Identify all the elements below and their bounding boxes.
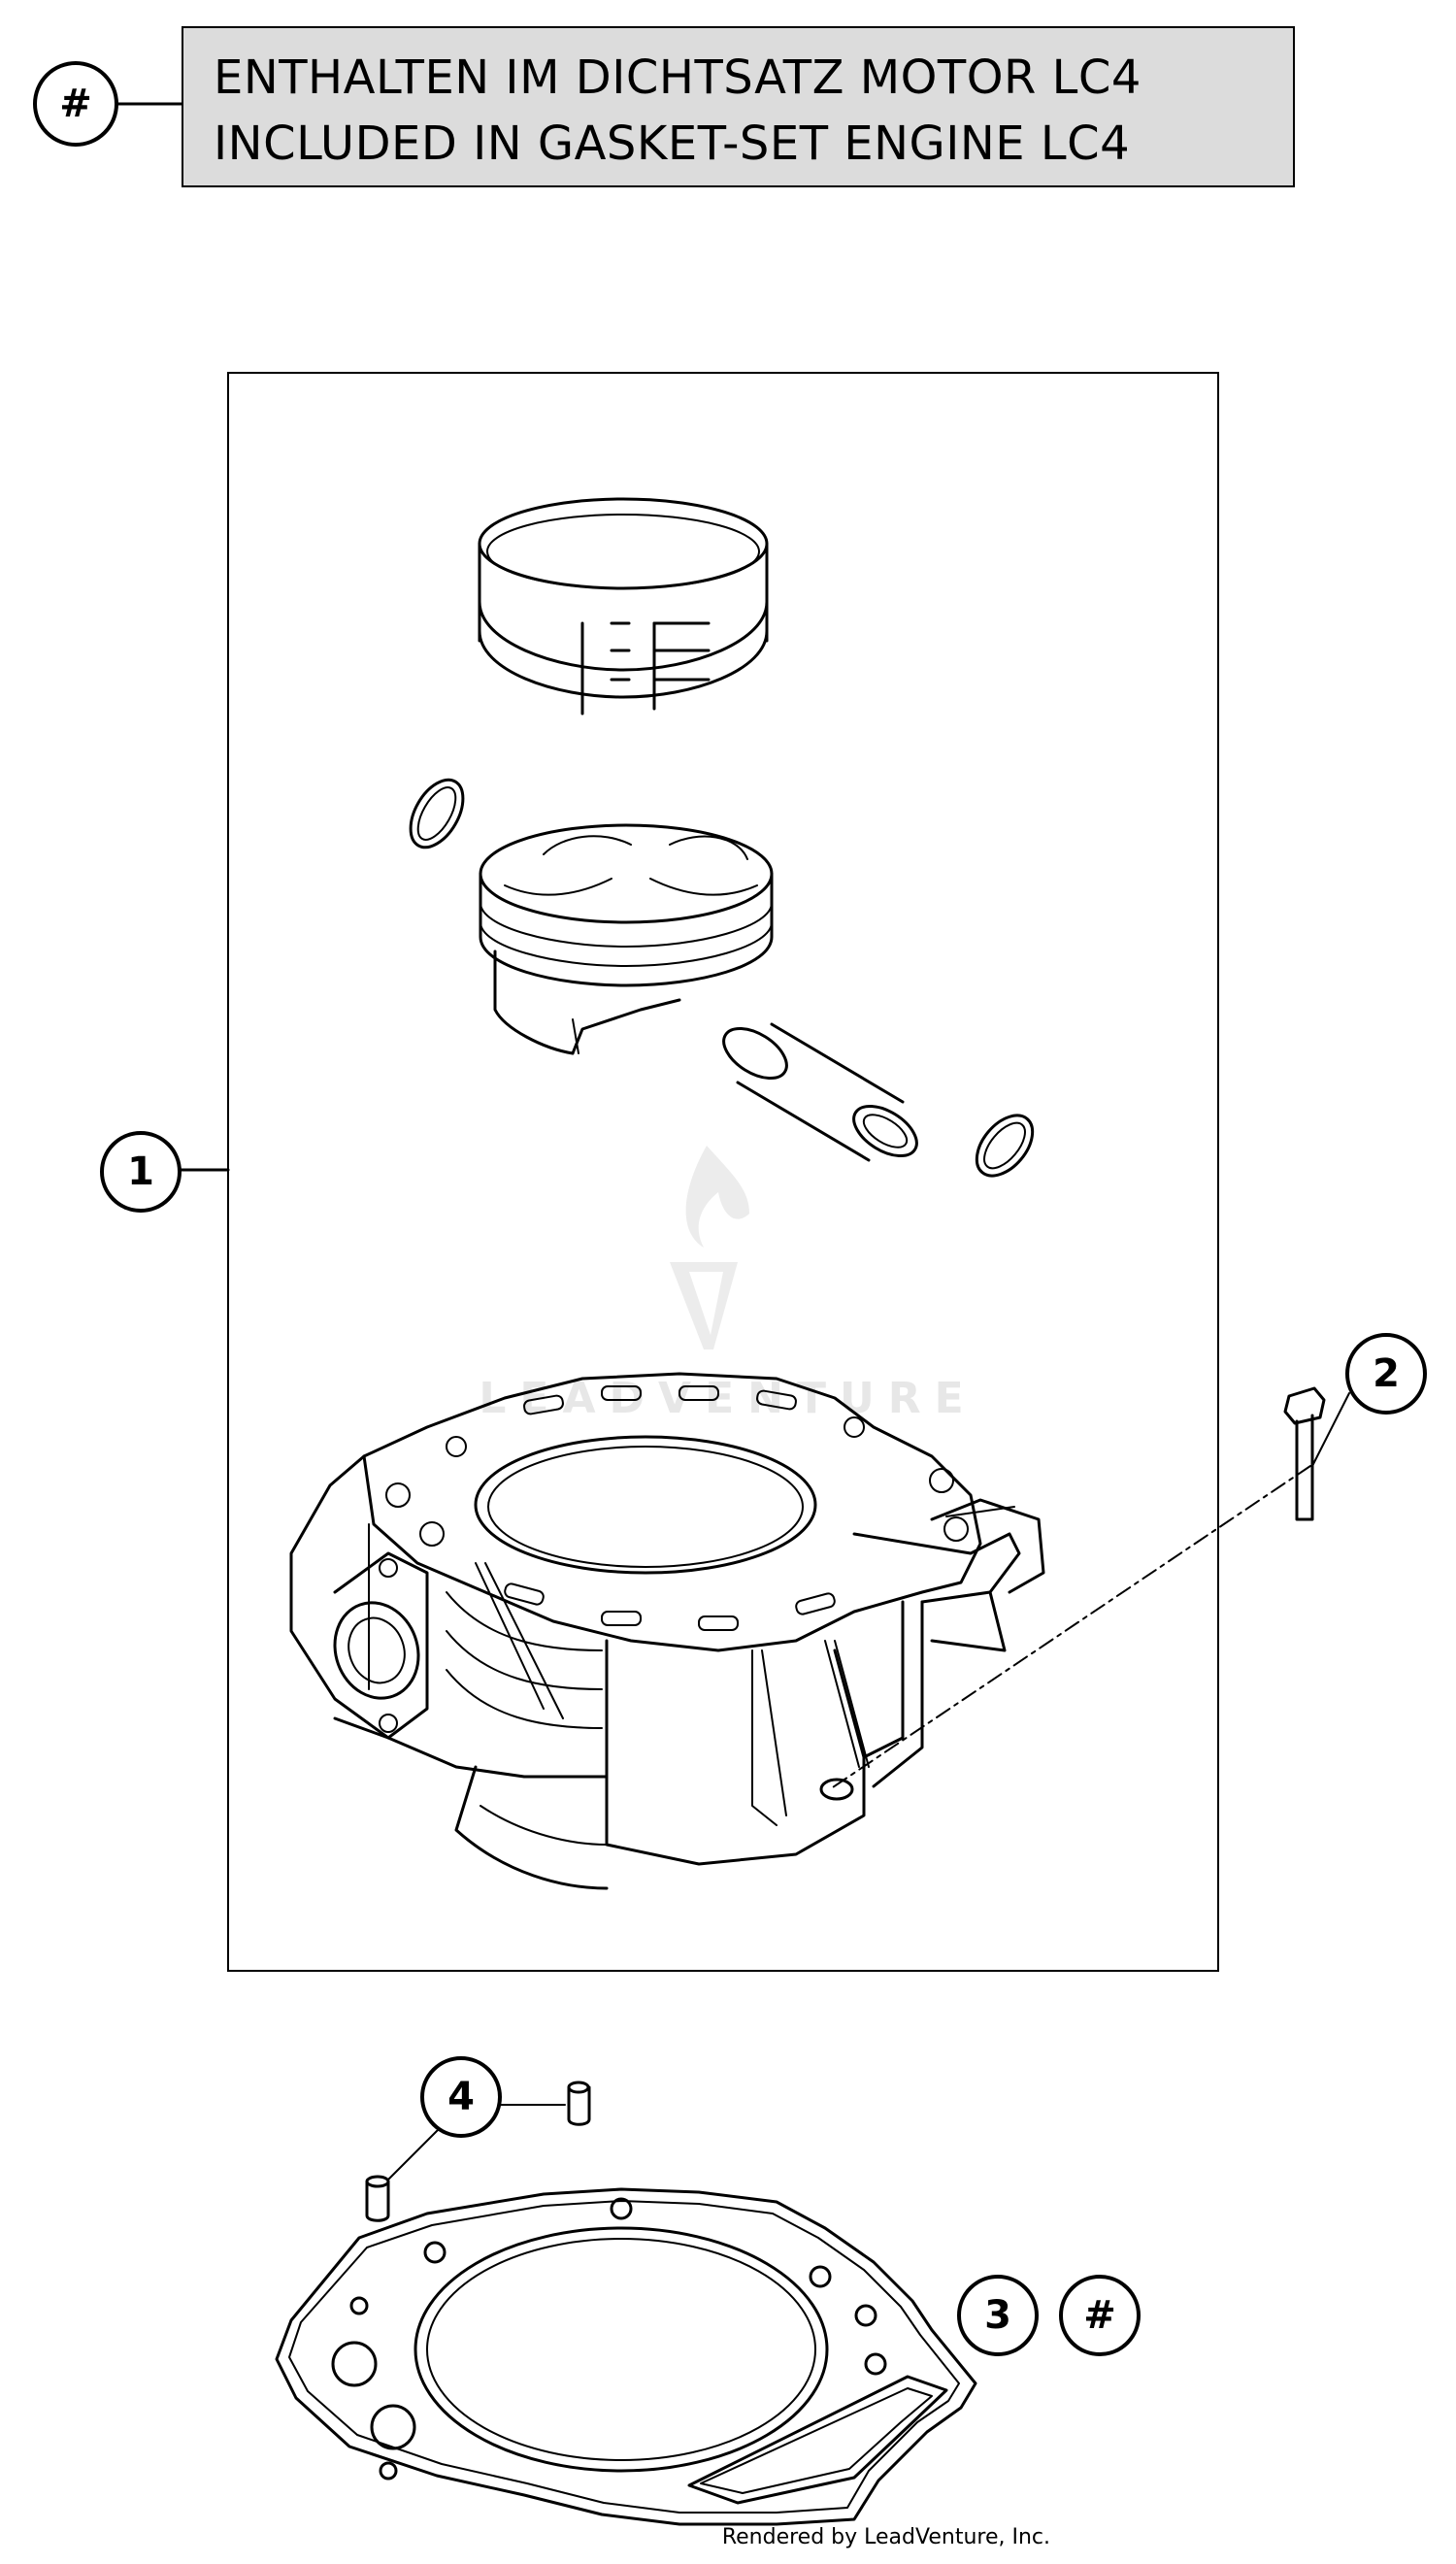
piston[interactable] — [479, 823, 774, 1055]
callout-3-label: 3 — [984, 2293, 1011, 2338]
assembly-frame — [227, 372, 1219, 1972]
callout-4[interactable]: 4 — [420, 2056, 502, 2138]
callout-2-leader — [1311, 1392, 1350, 1467]
callout-1[interactable]: 1 — [100, 1131, 182, 1213]
cylinder[interactable] — [289, 1372, 1045, 1890]
piston-pin[interactable] — [715, 1018, 925, 1166]
callout-4-label: 4 — [447, 2075, 475, 2119]
bolt[interactable] — [1283, 1386, 1326, 1521]
legend-text-en: INCLUDED IN GASKET-SET ENGINE LC4 — [214, 117, 1130, 171]
legend-symbol: # — [59, 82, 92, 126]
dowel-pin-upper — [567, 2081, 591, 2126]
watermark: LEADVENTURE — [479, 1146, 976, 1423]
watermark-flame-icon — [685, 1146, 749, 1248]
cylinder-base-gasket[interactable] — [275, 2187, 977, 2526]
legend-box — [182, 26, 1295, 187]
bolt-installation-line — [829, 1465, 1311, 1790]
watermark-text: LEADVENTURE — [479, 1374, 976, 1423]
callout-1-label: 1 — [127, 1149, 154, 1194]
callout-2[interactable]: 2 — [1345, 1333, 1427, 1415]
legend-text-de: ENTHALTEN IM DICHTSATZ MOTOR LC4 — [214, 50, 1142, 105]
dowel-pin-lower — [365, 2175, 390, 2222]
callout-3[interactable]: 3 — [957, 2275, 1039, 2356]
watermark-v-icon — [670, 1262, 738, 1349]
legend: # ENTHALTEN IM DICHTSATZ MOTOR LC4 INCLU… — [33, 26, 1295, 187]
circlip-right[interactable] — [966, 1105, 1043, 1185]
circlip-left[interactable] — [400, 771, 474, 856]
render-credit: Rendered by LeadVenture, Inc. — [722, 2525, 1050, 2549]
callout-4-leader-lower — [387, 2125, 443, 2181]
callout-2-label: 2 — [1373, 1351, 1400, 1396]
dowel-pins[interactable] — [365, 2081, 591, 2222]
callout-3-tag-label: # — [1083, 2293, 1116, 2338]
callout-3-tag[interactable]: # — [1059, 2275, 1141, 2356]
piston-rings[interactable] — [478, 497, 769, 716]
